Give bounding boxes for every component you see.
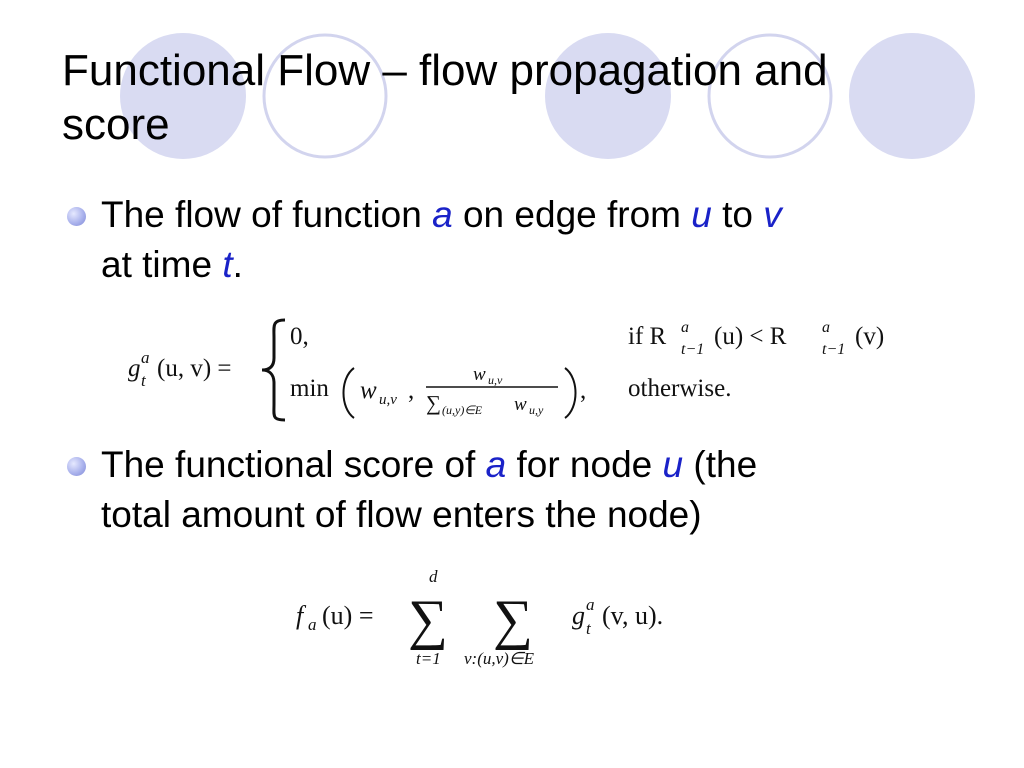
svg-text:u,y: u,y (529, 403, 544, 417)
svg-text:t−1: t−1 (822, 341, 845, 358)
title-line-1: Functional Flow – flow propagation and (62, 46, 828, 95)
sigma-2: ∑ (493, 589, 533, 651)
svg-text:,: , (580, 377, 586, 404)
svg-text:if R: if R (628, 323, 667, 350)
decor-circle-filled-1 (120, 33, 246, 159)
svg-text:g: g (572, 601, 585, 630)
title-line-2: score (62, 100, 170, 149)
decor-circle-filled-2 (545, 33, 671, 159)
flow-formula: g a t (u, v) = 0, if R a t−1 (u) < R a t… (128, 312, 908, 427)
svg-text:min: min (290, 375, 329, 402)
cases-brace (261, 318, 286, 422)
bullet-dot-icon (67, 207, 86, 226)
bullet-dot-icon (67, 457, 86, 476)
var-a: a (432, 194, 453, 235)
var-t: t (222, 244, 233, 285)
svg-text:(u) < R: (u) < R (714, 323, 787, 350)
formula1-g: g (128, 355, 141, 382)
svg-text:t: t (586, 619, 592, 638)
bullet-flow-definition: The flow of function a on edge from u to… (64, 190, 954, 290)
svg-text:(u,y)∈E: (u,y)∈E (442, 403, 483, 417)
svg-text:w: w (473, 364, 486, 385)
svg-text:t=1: t=1 (416, 649, 441, 668)
svg-text:∑: ∑ (426, 391, 441, 415)
bullet-score-definition: The functional score of a for node u (th… (64, 440, 954, 540)
svg-text:t−1: t−1 (681, 341, 704, 358)
bullet-text: The functional score of a for node u (th… (101, 444, 758, 535)
svg-text:t: t (141, 371, 147, 390)
svg-text:(v): (v) (855, 323, 884, 350)
svg-text:w: w (514, 394, 527, 415)
svg-text:(v, u).: (v, u). (602, 601, 663, 630)
var-v: v (763, 194, 782, 235)
svg-text:a: a (822, 319, 830, 336)
var-u: u (662, 444, 684, 485)
svg-text:(u) =: (u) = (322, 601, 373, 630)
decor-circle-outline-2 (707, 33, 833, 159)
sigma-1: ∑ (408, 589, 448, 651)
svg-text:,: , (408, 377, 414, 404)
svg-text:w: w (360, 377, 377, 404)
svg-text:f: f (296, 601, 307, 630)
svg-text:a: a (681, 319, 689, 336)
svg-text:(u, v) =: (u, v) = (157, 355, 232, 382)
svg-text:a: a (308, 615, 317, 634)
paren-left (342, 367, 355, 419)
svg-text:d: d (429, 567, 438, 586)
bullet-text: The flow of function a on edge from u to… (101, 194, 782, 285)
svg-text:u,v: u,v (379, 392, 397, 408)
var-u: u (691, 194, 712, 235)
paren-right (564, 367, 577, 419)
svg-text:u,v: u,v (488, 373, 503, 387)
var-a: a (485, 444, 507, 485)
svg-text:a: a (141, 348, 150, 367)
decor-circle-outline-1 (262, 33, 388, 159)
score-formula: f a (u) = d ∑ t=1 ∑ v:(u,v)∈E g a t (v, … (296, 560, 716, 680)
svg-text:v:(u,v)∈E: v:(u,v)∈E (464, 649, 535, 668)
svg-text:0,: 0, (290, 323, 309, 350)
svg-text:a: a (586, 595, 595, 614)
slide-title: Functional Flow – flow propagation and sc… (62, 44, 962, 152)
svg-text:otherwise.: otherwise. (628, 375, 731, 402)
decor-circle-filled-3 (849, 33, 975, 159)
